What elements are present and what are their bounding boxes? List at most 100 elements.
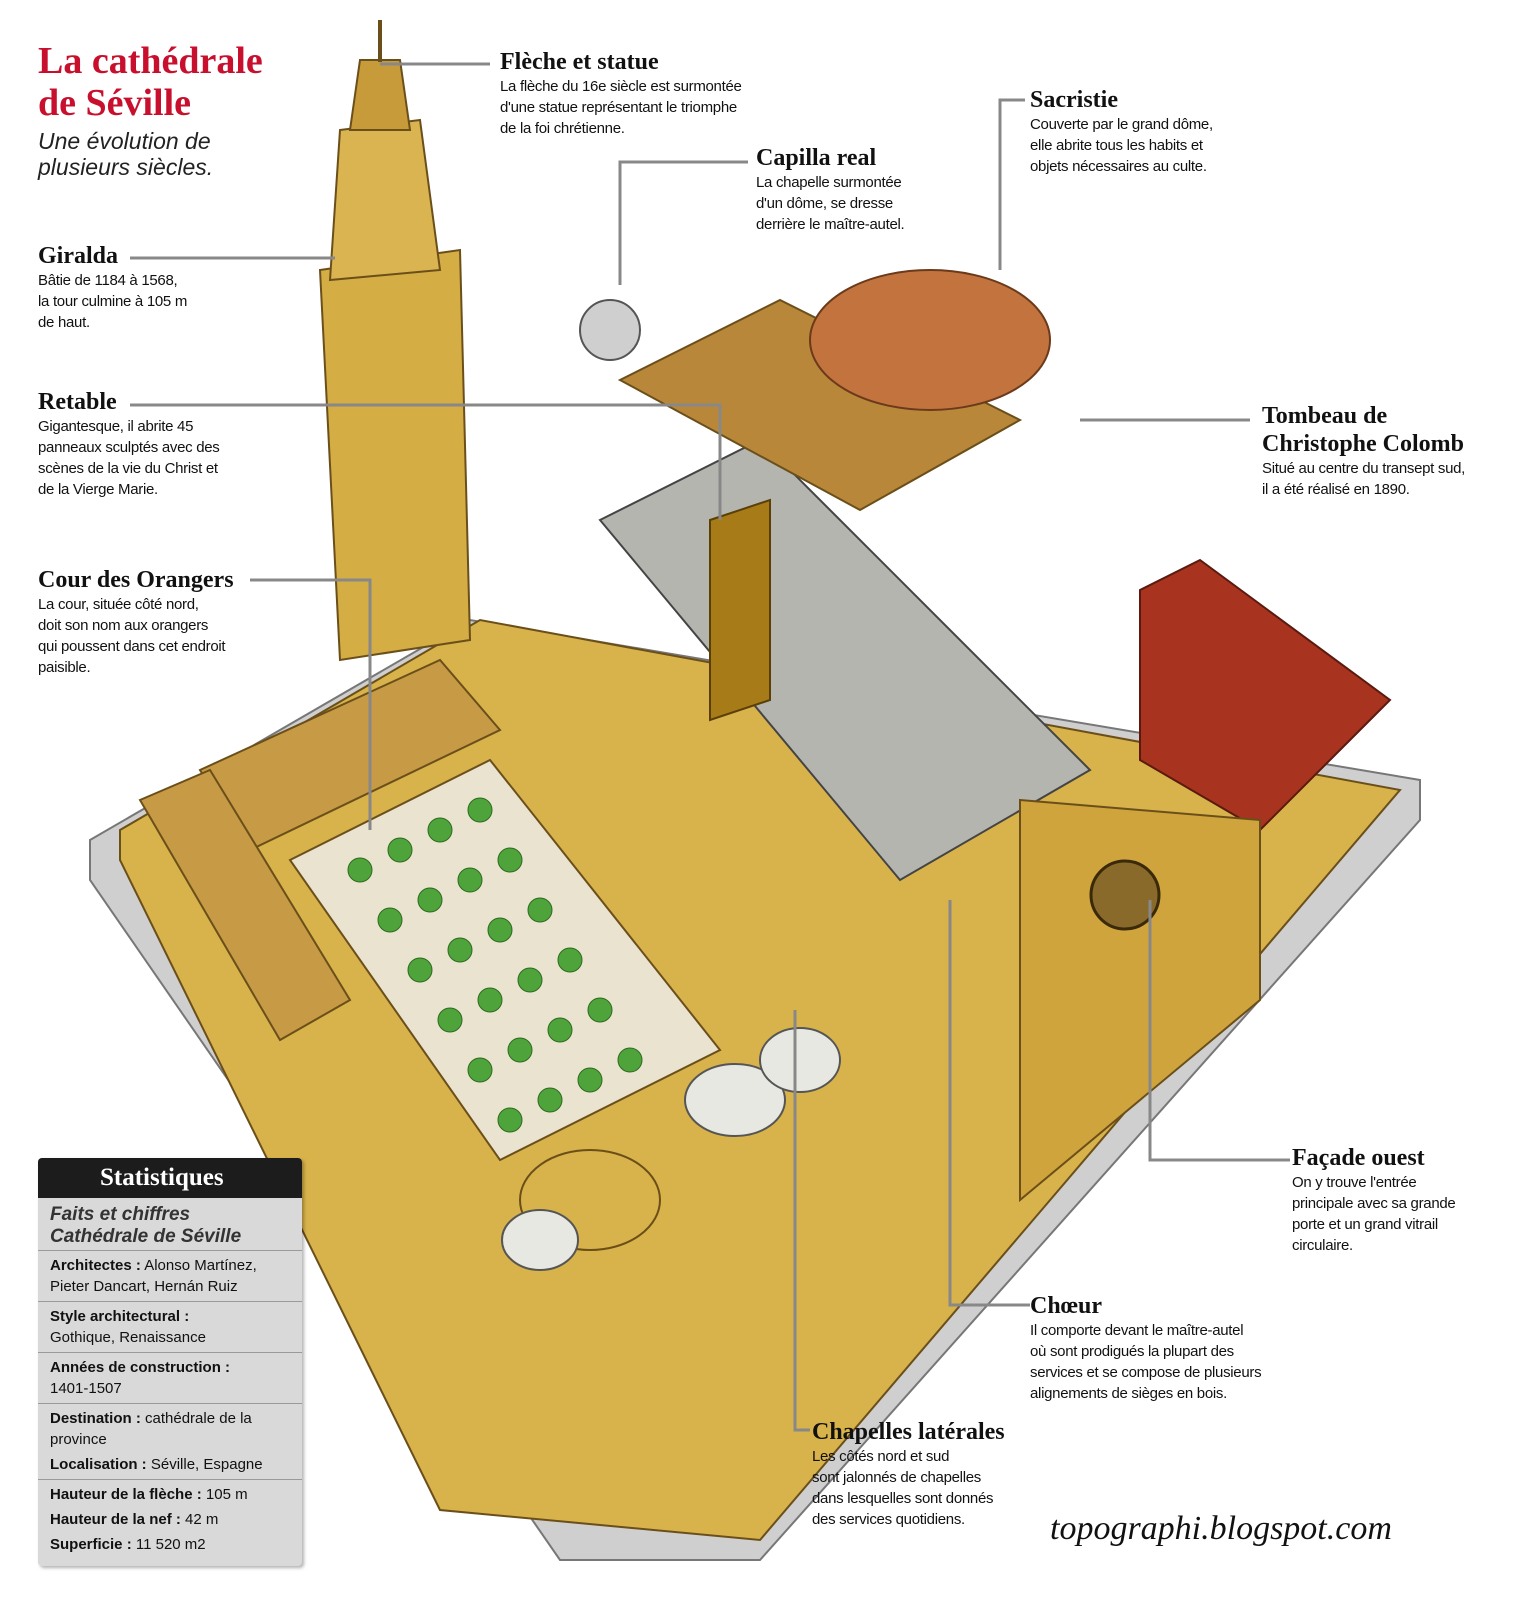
callout-line: derrière le maître-autel. <box>756 216 905 233</box>
chapter-oval-3 <box>501 1209 579 1271</box>
callout-line: de haut. <box>38 314 90 331</box>
callout-line: Il comporte devant le maître-autel <box>1030 1322 1244 1339</box>
statistics-subtitle-line: Cathédrale de Séville <box>50 1226 242 1247</box>
callout-line: La flèche du 16e siècle est surmontée <box>500 78 742 95</box>
orange-trees <box>347 797 643 1133</box>
callout-text: Il comporte devant le maître-autel où so… <box>1030 1320 1320 1404</box>
callout-heading: Flèche et statue <box>500 49 659 75</box>
west-facade <box>1019 798 1261 1203</box>
callout-heading: Chapelles latérales <box>812 1419 1005 1445</box>
retable <box>709 498 771 722</box>
callout-sacristie: Sacristie Couverte par le grand dôme, el… <box>1030 86 1300 177</box>
stat-value: cathédrale de la province <box>50 1410 252 1448</box>
callout-line: Situé au centre du transept sud, <box>1262 460 1466 477</box>
callout-text: Gigantesque, il abrite 45 panneaux sculp… <box>38 416 288 500</box>
callout-line: panneaux sculptés avec des <box>38 439 220 456</box>
statistics-box: Statistiques Faits et chiffres Cathédral… <box>38 1158 302 1566</box>
callout-text: La flèche du 16e siècle est surmontée d'… <box>500 76 790 139</box>
callout-line: de la Vierge Marie. <box>38 481 158 498</box>
callout-capilla-real: Capilla real La chapelle surmontée d'un … <box>756 144 1026 235</box>
callout-tombeau: Tombeau de Christophe Colomb Situé au ce… <box>1262 402 1502 500</box>
callout-heading: Façade ouest <box>1292 1145 1425 1171</box>
callout-line: objets nécessaires au culte. <box>1030 158 1207 175</box>
chapter-oval-2 <box>759 1027 841 1093</box>
stat-architectes: Architectes : Alonso Martínez, Pieter Da… <box>38 1250 302 1301</box>
stat-hauteur-fleche: Hauteur de la flèche : 105 m <box>38 1479 302 1509</box>
callout-text: Les côtés nord et sud sont jalonnés de c… <box>812 1446 1042 1530</box>
callout-line: des services quotidiens. <box>812 1511 965 1528</box>
callout-line: On y trouve l'entrée <box>1292 1174 1417 1191</box>
callout-line: d'une statue représentant le triomphe <box>500 99 737 116</box>
stat-hauteur-nef: Hauteur de la nef : 42 m <box>38 1509 302 1534</box>
callout-line: où sont prodigués la plupart des <box>1030 1343 1234 1360</box>
watermark: topographi.blogspot.com <box>1050 1510 1392 1547</box>
giralda-tower <box>318 248 472 662</box>
callout-line: doit son nom aux orangers <box>38 617 209 634</box>
statistics-subtitle: Faits et chiffres Cathédrale de Séville <box>38 1198 302 1250</box>
callout-heading: Sacristie <box>1030 87 1118 113</box>
callout-heading-line: Christophe Colomb <box>1262 431 1465 457</box>
callout-text: Bâtie de 1184 à 1568, la tour culmine à … <box>38 270 288 333</box>
callout-line: il a été réalisé en 1890. <box>1262 481 1410 498</box>
callout-line: Les côtés nord et sud <box>812 1448 950 1465</box>
chapter-oval-1 <box>684 1063 786 1137</box>
callout-cour-des-orangers: Cour des Orangers La cour, située côté n… <box>38 566 288 678</box>
callout-line: circulaire. <box>1292 1237 1353 1254</box>
great-dome <box>809 269 1051 411</box>
stat-value: 105 m <box>205 1486 248 1503</box>
callout-text: Situé au centre du transept sud, il a ét… <box>1262 458 1502 500</box>
title-line-1: La cathédrale <box>38 40 263 82</box>
callout-line: La cour, située côté nord, <box>38 596 199 613</box>
callout-line: Couverte par le grand dôme, <box>1030 116 1213 133</box>
stat-value: Alonso Martínez, Pieter Dancart, Hernán … <box>50 1257 257 1295</box>
stat-value: 42 m <box>185 1511 219 1528</box>
callout-line: sont jalonnés de chapelles <box>812 1469 981 1486</box>
cloister-roof-west <box>138 768 352 1042</box>
stat-value: Gothique, Renaissance <box>50 1329 206 1346</box>
stat-value: 11 520 m2 <box>135 1536 206 1553</box>
title-line-2: de Séville <box>38 82 192 124</box>
callout-text: On y trouve l'entrée principale avec sa … <box>1292 1172 1502 1256</box>
callout-line: de la foi chrétienne. <box>500 120 625 137</box>
subtitle-line-1: Une évolution de <box>38 128 211 154</box>
stat-value: 1401-1507 <box>50 1380 122 1397</box>
callout-heading: Retable <box>38 389 117 415</box>
stat-label: Localisation : <box>50 1456 147 1473</box>
page-title: La cathédrale de Séville <box>38 40 263 124</box>
stat-label: Hauteur de la flèche : <box>50 1486 202 1503</box>
transept-roof <box>617 298 1023 512</box>
capilla-dome <box>579 299 641 361</box>
callout-retable: Retable Gigantesque, il abrite 45 pannea… <box>38 388 288 500</box>
stat-label: Années de construction : <box>50 1359 231 1376</box>
stat-destination: Destination : cathédrale de la province <box>38 1403 302 1454</box>
callout-heading: Capilla real <box>756 145 877 171</box>
callout-heading-line: Tombeau de <box>1262 403 1388 429</box>
statistics-header: Statistiques <box>38 1158 302 1198</box>
rose-window <box>1089 859 1161 931</box>
stat-label: Superficie : <box>50 1536 132 1553</box>
statistics-subtitle-line: Faits et chiffres <box>50 1204 191 1225</box>
callout-line: d'un dôme, se dresse <box>756 195 893 212</box>
callout-line: Bâtie de 1184 à 1568, <box>38 272 178 289</box>
callout-line: dans lesquelles sont donnés <box>812 1490 994 1507</box>
callout-fleche: Flèche et statue La flèche du 16e siècle… <box>500 48 790 139</box>
stat-annees: Années de construction : 1401-1507 <box>38 1352 302 1403</box>
stat-value: Séville, Espagne <box>150 1456 263 1473</box>
stat-label: Destination : <box>50 1410 141 1427</box>
callout-line: principale avec sa grande <box>1292 1195 1456 1212</box>
stat-localisation: Localisation : Séville, Espagne <box>38 1454 302 1479</box>
callout-line: la tour culmine à 105 m <box>38 293 188 310</box>
page-subtitle: Une évolution de plusieurs siècles. <box>38 128 263 180</box>
subtitle-line-2: plusieurs siècles. <box>38 154 214 180</box>
leader-lines <box>130 62 1290 1432</box>
callout-giralda: Giralda Bâtie de 1184 à 1568, la tour cu… <box>38 242 288 333</box>
callout-line: alignements de sièges en bois. <box>1030 1385 1227 1402</box>
callout-line: porte et un grand vitrail <box>1292 1216 1438 1233</box>
stat-style: Style architectural : Gothique, Renaissa… <box>38 1301 302 1352</box>
callout-line: paisible. <box>38 659 91 676</box>
giralda-belfry <box>328 118 442 282</box>
callout-heading: Chœur <box>1030 1293 1103 1319</box>
callout-heading: Giralda <box>38 243 119 269</box>
callout-heading: Cour des Orangers <box>38 567 234 593</box>
